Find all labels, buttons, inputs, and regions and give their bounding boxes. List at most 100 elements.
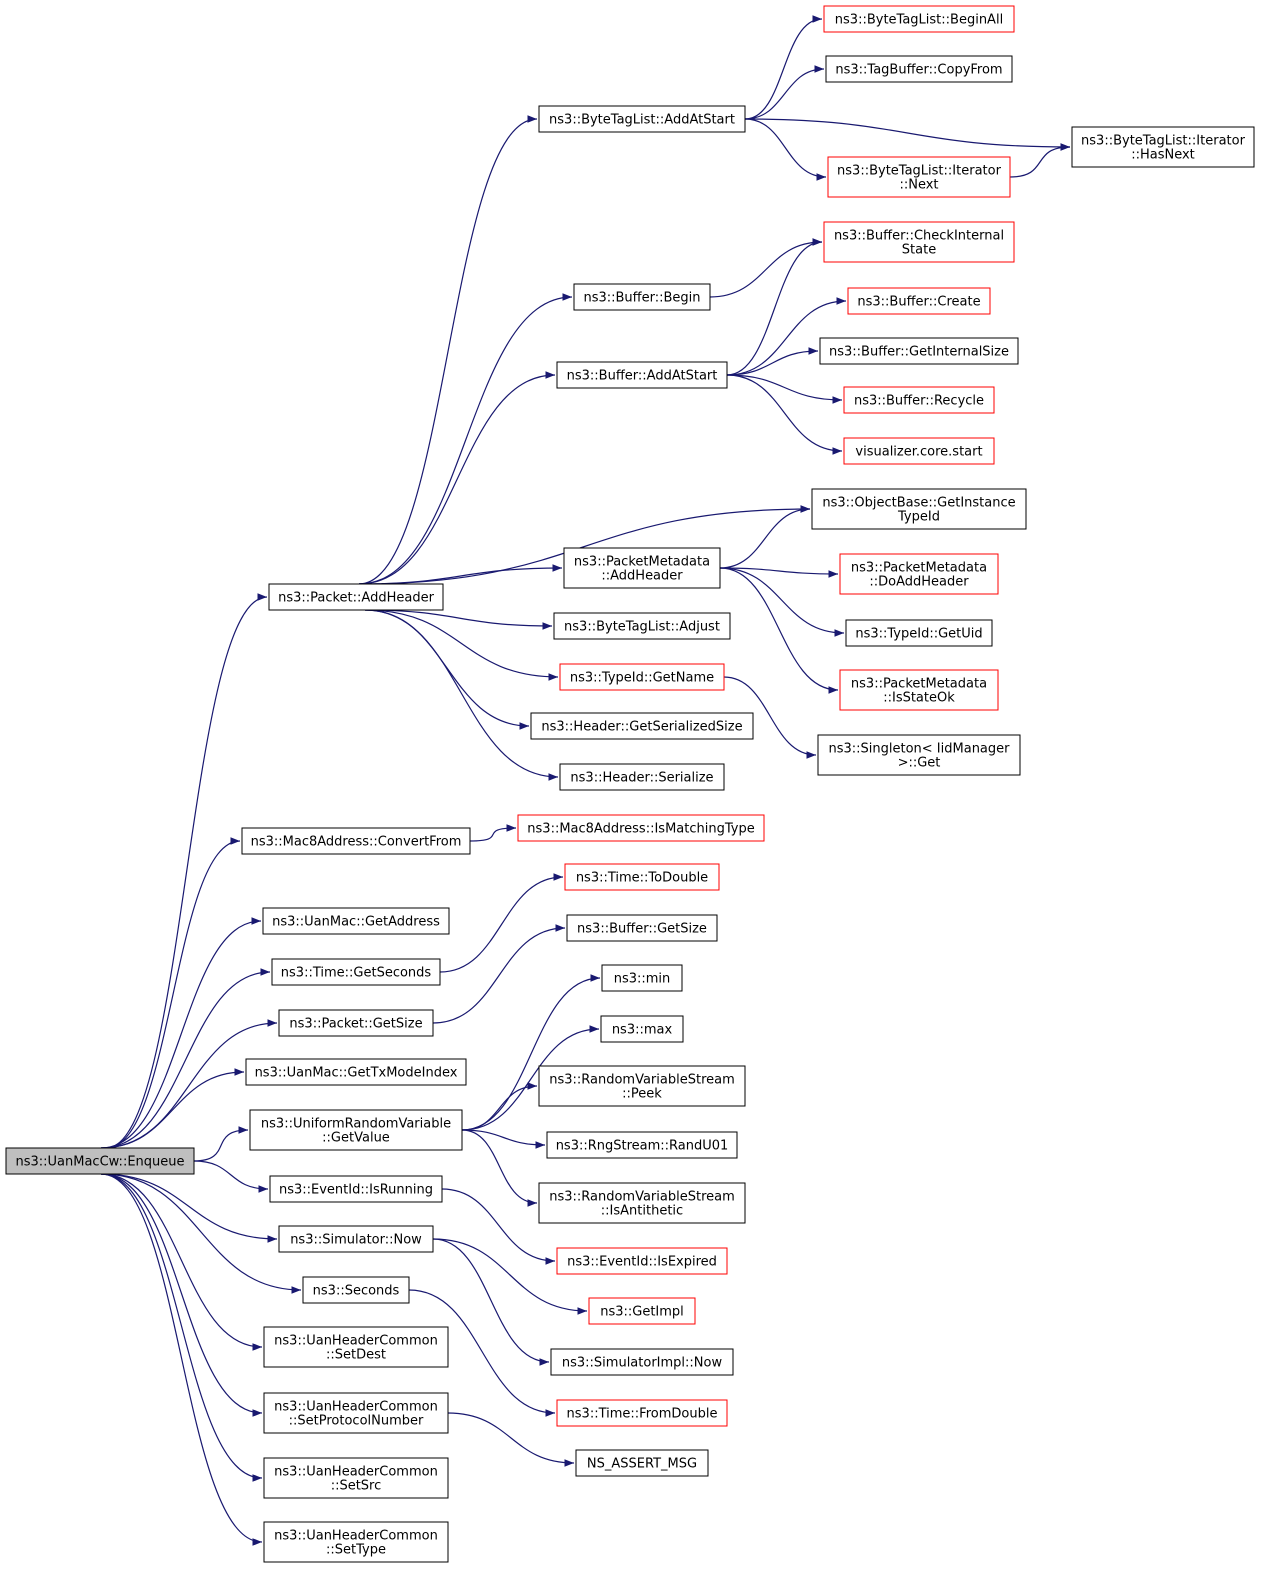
edge-arrow xyxy=(358,564,563,585)
node-label: ns3::UanHeaderCommon xyxy=(274,1465,438,1480)
node-label: ns3::Header::Serialize xyxy=(570,771,713,786)
node-label: ns3::PacketMetadata xyxy=(851,677,987,692)
node-pm-doaddheader[interactable]: ns3::PacketMetadata::DoAddHeader xyxy=(839,553,999,595)
node-label: ns3::GetImpl xyxy=(600,1305,684,1320)
node-label: State xyxy=(902,243,936,258)
node-label: ns3::Header::GetSerializedSize xyxy=(541,720,742,735)
node-rvs-peek[interactable]: ns3::RandomVariableStream::Peek xyxy=(538,1065,746,1107)
node-buf-addatstart[interactable]: ns3::Buffer::AddAtStart xyxy=(556,361,728,389)
node-btl-addatstart[interactable]: ns3::ByteTagList::AddAtStart xyxy=(538,105,746,133)
node-addheader[interactable]: ns3::Packet::AddHeader xyxy=(268,583,444,611)
node-box xyxy=(546,1131,738,1159)
node-hdr-getsersize[interactable]: ns3::Header::GetSerializedSize xyxy=(530,712,754,740)
node-box xyxy=(271,958,441,986)
node-max[interactable]: ns3::max xyxy=(600,1015,684,1043)
node-pktgetsize[interactable]: ns3::Packet::GetSize xyxy=(278,1009,434,1037)
node-setproto[interactable]: ns3::UanHeaderCommon::SetProtocolNumber xyxy=(263,1392,449,1434)
node-mac8-ismatching[interactable]: ns3::Mac8Address::IsMatchingType xyxy=(517,814,765,842)
node-urvgetvalue[interactable]: ns3::UniformRandomVariable::GetValue xyxy=(249,1109,463,1151)
node-buf-create[interactable]: ns3::Buffer::Create xyxy=(847,287,991,315)
node-setdest[interactable]: ns3::UanHeaderCommon::SetDest xyxy=(263,1326,449,1368)
node-box xyxy=(517,814,765,842)
node-beginall[interactable]: ns3::ByteTagList::BeginAll xyxy=(823,5,1015,33)
node-getinternalsize[interactable]: ns3::Buffer::GetInternalSize xyxy=(819,337,1019,365)
node-pm-isstateok[interactable]: ns3::PacketMetadata::IsStateOk xyxy=(839,669,999,711)
edge-arrow xyxy=(358,505,811,585)
node-box xyxy=(556,1399,728,1427)
node-box xyxy=(811,488,1027,530)
node-box xyxy=(278,1009,434,1037)
edge-btl_addatstart-to-iter_next xyxy=(744,118,827,181)
node-gettxmode[interactable]: ns3::UanMac::GetTxModeIndex xyxy=(245,1058,467,1086)
node-label: ::IsStateOk xyxy=(883,691,955,706)
node-getaddress[interactable]: ns3::UanMac::GetAddress xyxy=(262,907,450,935)
node-getseconds[interactable]: ns3::Time::GetSeconds xyxy=(271,958,441,986)
node-getimpl[interactable]: ns3::GetImpl xyxy=(588,1297,696,1325)
node-box xyxy=(845,619,993,647)
node-box xyxy=(575,1449,709,1477)
edge-arrow xyxy=(744,15,823,120)
node-label: ::SetSrc xyxy=(331,1479,382,1494)
node-typeid-getuid[interactable]: ns3::TypeId::GetUid xyxy=(845,619,993,647)
node-label: ns3::EventId::IsRunning xyxy=(279,1183,433,1198)
node-singleton-get[interactable]: ns3::Singleton< IidManager>::Get xyxy=(817,734,1021,776)
node-randu01[interactable]: ns3::RngStream::RandU01 xyxy=(546,1131,738,1159)
node-label: ::AddHeader xyxy=(601,569,683,584)
node-buf-begin[interactable]: ns3::Buffer::Begin xyxy=(573,283,711,311)
node-simnow[interactable]: ns3::Simulator::Now xyxy=(278,1225,434,1253)
node-label: ns3::UanMac::GetTxModeIndex xyxy=(255,1066,458,1081)
edge-arrow xyxy=(100,1173,263,1417)
node-box xyxy=(563,547,721,589)
node-isexpired[interactable]: ns3::EventId::IsExpired xyxy=(556,1247,728,1275)
node-label: NS_ASSERT_MSG xyxy=(587,1457,697,1472)
node-box xyxy=(5,1147,195,1175)
edge-root-to-settype xyxy=(100,1173,263,1546)
edge-addheader-to-getinstancetypeid xyxy=(358,505,811,585)
node-box xyxy=(839,553,999,595)
node-box xyxy=(263,1392,449,1434)
node-pm-addheader[interactable]: ns3::PacketMetadata::AddHeader xyxy=(563,547,721,589)
node-btl-adjust[interactable]: ns3::ByteTagList::Adjust xyxy=(553,612,731,640)
node-label: ns3::max xyxy=(612,1023,673,1038)
node-buf-getsize[interactable]: ns3::Buffer::GetSize xyxy=(566,914,718,942)
edge-arrow xyxy=(744,118,1071,151)
node-box xyxy=(556,361,728,389)
edge-arrow xyxy=(723,676,817,759)
node-copyfrom[interactable]: ns3::TagBuffer::CopyFrom xyxy=(825,55,1013,83)
node-rvs-isanti[interactable]: ns3::RandomVariableStream::IsAntithetic xyxy=(538,1182,746,1224)
node-assertmsg[interactable]: NS_ASSERT_MSG xyxy=(575,1449,709,1477)
node-iter-next[interactable]: ns3::ByteTagList::Iterator::Next xyxy=(827,156,1011,198)
node-isrunning[interactable]: ns3::EventId::IsRunning xyxy=(269,1175,443,1203)
node-settype[interactable]: ns3::UanHeaderCommon::SetType xyxy=(263,1521,449,1563)
edge-root-to-addheader xyxy=(105,593,268,1149)
node-iter-hasnext[interactable]: ns3::ByteTagList::Iterator::HasNext xyxy=(1071,126,1255,168)
node-box xyxy=(847,287,991,315)
edge-arrow xyxy=(364,609,559,681)
node-viz-start[interactable]: visualizer.core.start xyxy=(843,437,995,465)
node-seconds[interactable]: ns3::Seconds xyxy=(302,1276,410,1304)
edge-arrow xyxy=(744,65,825,120)
edge-btl_addatstart-to-copyfrom xyxy=(744,65,825,120)
edge-setproto-to-assertmsg xyxy=(447,1412,575,1467)
node-box xyxy=(538,1182,746,1224)
node-typeid-getname[interactable]: ns3::TypeId::GetName xyxy=(559,663,725,691)
edge-arrow xyxy=(100,1173,302,1294)
node-root[interactable]: ns3::UanMacCw::Enqueue xyxy=(5,1147,195,1175)
node-simimpl-now[interactable]: ns3::SimulatorImpl::Now xyxy=(550,1348,734,1376)
node-hdr-serialize[interactable]: ns3::Header::Serialize xyxy=(559,763,725,791)
node-label: ns3::PacketMetadata xyxy=(574,555,710,570)
node-convertfrom[interactable]: ns3::Mac8Address::ConvertFrom xyxy=(241,827,471,855)
node-label: ns3::Buffer::Begin xyxy=(583,291,700,306)
edge-arrow xyxy=(447,1412,575,1467)
node-label: ns3::Buffer::Create xyxy=(857,295,980,310)
node-recycle[interactable]: ns3::Buffer::Recycle xyxy=(843,386,995,414)
node-min[interactable]: ns3::min xyxy=(601,964,683,992)
edge-arrow xyxy=(469,824,517,842)
edge-arrow xyxy=(100,1173,278,1243)
node-box xyxy=(263,1457,449,1499)
node-setsrc[interactable]: ns3::UanHeaderCommon::SetSrc xyxy=(263,1457,449,1499)
node-fromdouble[interactable]: ns3::Time::FromDouble xyxy=(556,1399,728,1427)
node-time-todouble[interactable]: ns3::Time::ToDouble xyxy=(564,863,720,891)
